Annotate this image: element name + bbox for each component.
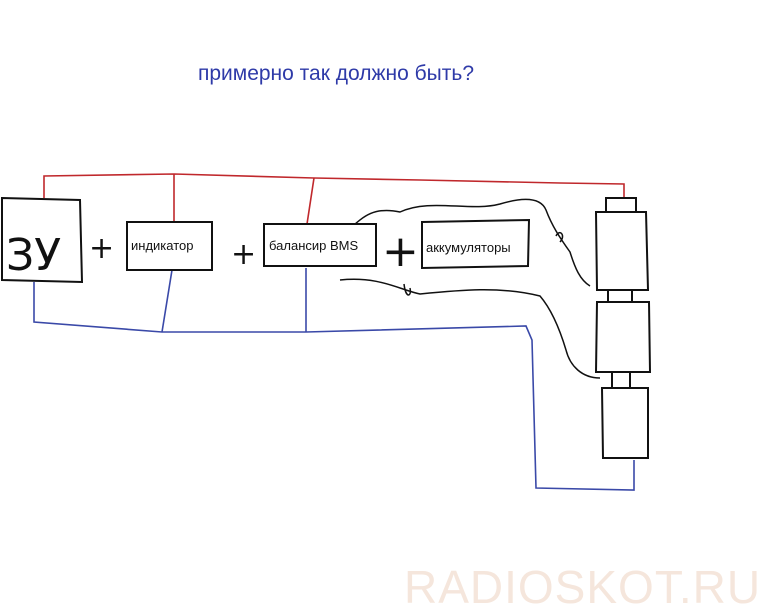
battery-cell-2 <box>594 301 652 373</box>
balance-wire-top <box>345 198 591 287</box>
charger-box: ЗУ <box>1 196 84 284</box>
battery-cell-1 <box>594 211 650 291</box>
plus-sign-2: + <box>231 237 256 272</box>
balancer-label: балансир BMS <box>269 238 358 253</box>
plus-sign-1: + <box>89 231 114 266</box>
battery-cell-link-1 <box>607 289 633 303</box>
negative-wires <box>33 268 635 491</box>
battery-cell-link-2 <box>611 371 631 389</box>
positive-wires <box>43 173 625 225</box>
battery-cell-3 <box>600 387 649 459</box>
plus-sign-3: + <box>382 226 419 277</box>
positive-drop-balancer <box>306 177 315 225</box>
positive-bus <box>43 173 625 198</box>
diagram-caption: примерно так должно быть? <box>197 62 474 85</box>
charger-label: ЗУ <box>6 230 61 281</box>
negative-drop-indicator <box>161 269 173 333</box>
batteries-label: аккумуляторы <box>426 240 511 255</box>
balance-wires <box>339 198 601 379</box>
indicator-label: индикатор <box>131 238 193 253</box>
battery-cells <box>594 197 652 459</box>
negative-bus <box>33 282 635 491</box>
balance-wire-bottom <box>339 278 601 379</box>
balance-wire-curl <box>403 283 412 296</box>
indicator-box: индикатор <box>126 221 213 271</box>
balance-wire-loop <box>555 231 564 243</box>
watermark: RADIOSKOT.RU <box>404 561 762 613</box>
batteries-box: аккумуляторы <box>421 218 531 270</box>
battery-cell-1-cap <box>605 197 637 213</box>
balancer-box: балансир BMS <box>263 223 377 267</box>
